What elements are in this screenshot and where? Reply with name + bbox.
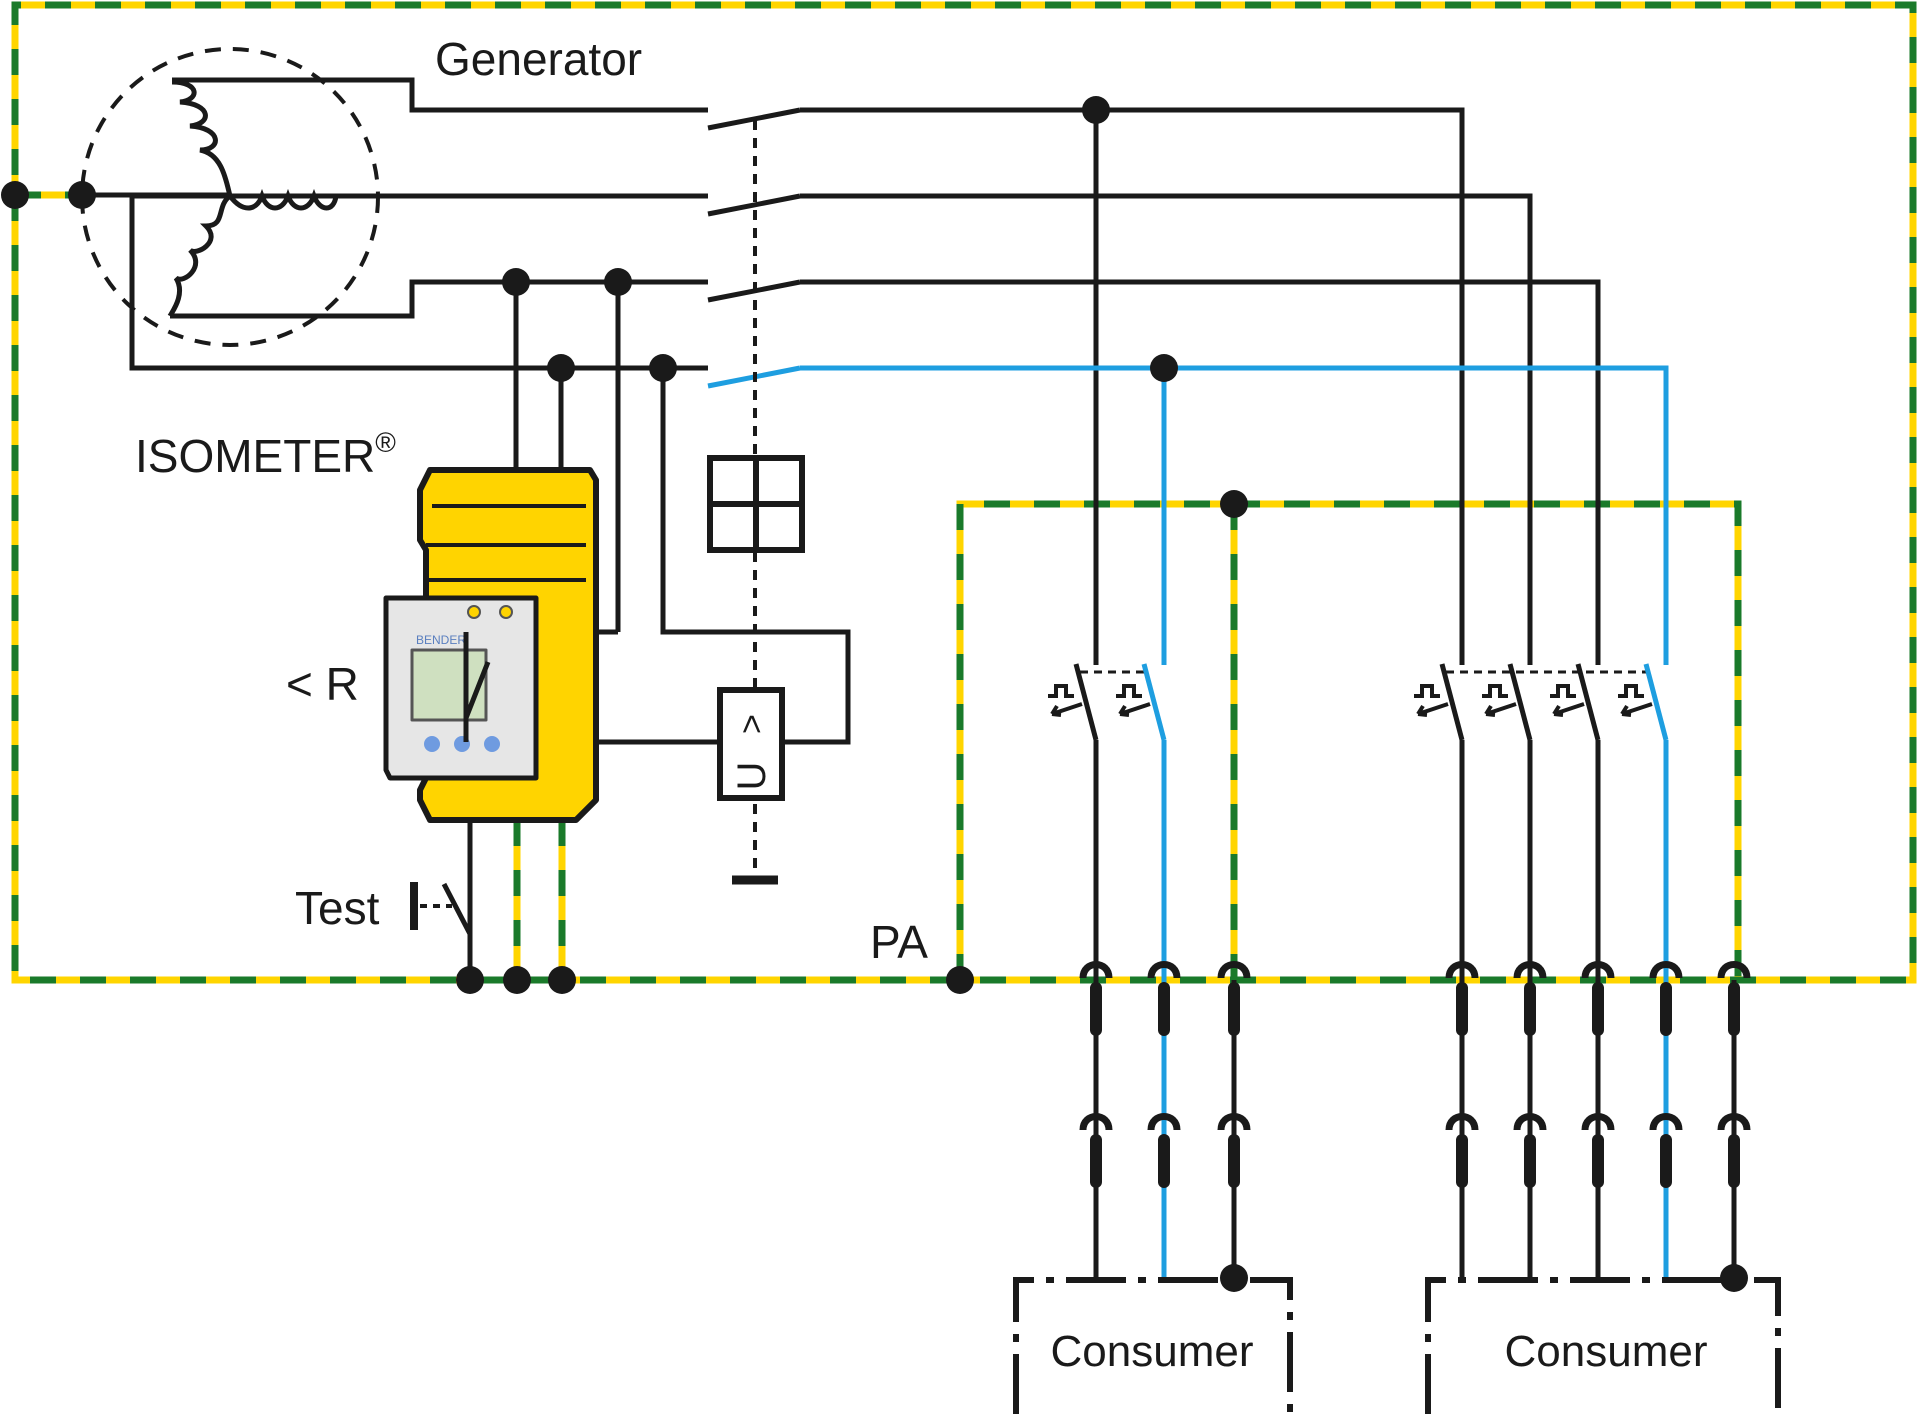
plug-connector	[1721, 965, 1747, 1037]
feeder-conductors	[1093, 740, 1737, 1280]
isometer-device: BENDER	[383, 467, 599, 823]
pa-label: PA	[870, 916, 928, 968]
voltage-monitor: > U	[717, 687, 785, 801]
breaker-pole-l	[1048, 663, 1099, 741]
breaker-pole-n	[1141, 663, 1167, 741]
neutral-conductor	[800, 365, 1669, 665]
phase-conductors	[129, 77, 1601, 980]
pe-network	[11, 1, 1917, 984]
circuit-breakers	[1048, 663, 1669, 741]
generator-label: Generator	[435, 33, 642, 85]
consumer-box-2	[1425, 1277, 1781, 1414]
plug-connectors	[1083, 965, 1747, 1189]
test-button[interactable]	[410, 882, 473, 980]
monitor-symbol-top: >	[733, 714, 771, 734]
isometer-label: ISOMETER®	[135, 427, 396, 482]
consumer-1-label: Consumer	[1051, 1327, 1254, 1376]
consumer-2-label: Consumer	[1505, 1327, 1708, 1376]
less-r-label: < R	[286, 658, 359, 710]
monitor-symbol-bottom: U	[730, 762, 774, 791]
device-brand: BENDER	[416, 633, 466, 647]
main-switch	[707, 107, 805, 885]
junction-dots	[1, 96, 1748, 1292]
consumer-box-1	[1013, 1277, 1293, 1414]
test-label: Test	[295, 882, 380, 934]
